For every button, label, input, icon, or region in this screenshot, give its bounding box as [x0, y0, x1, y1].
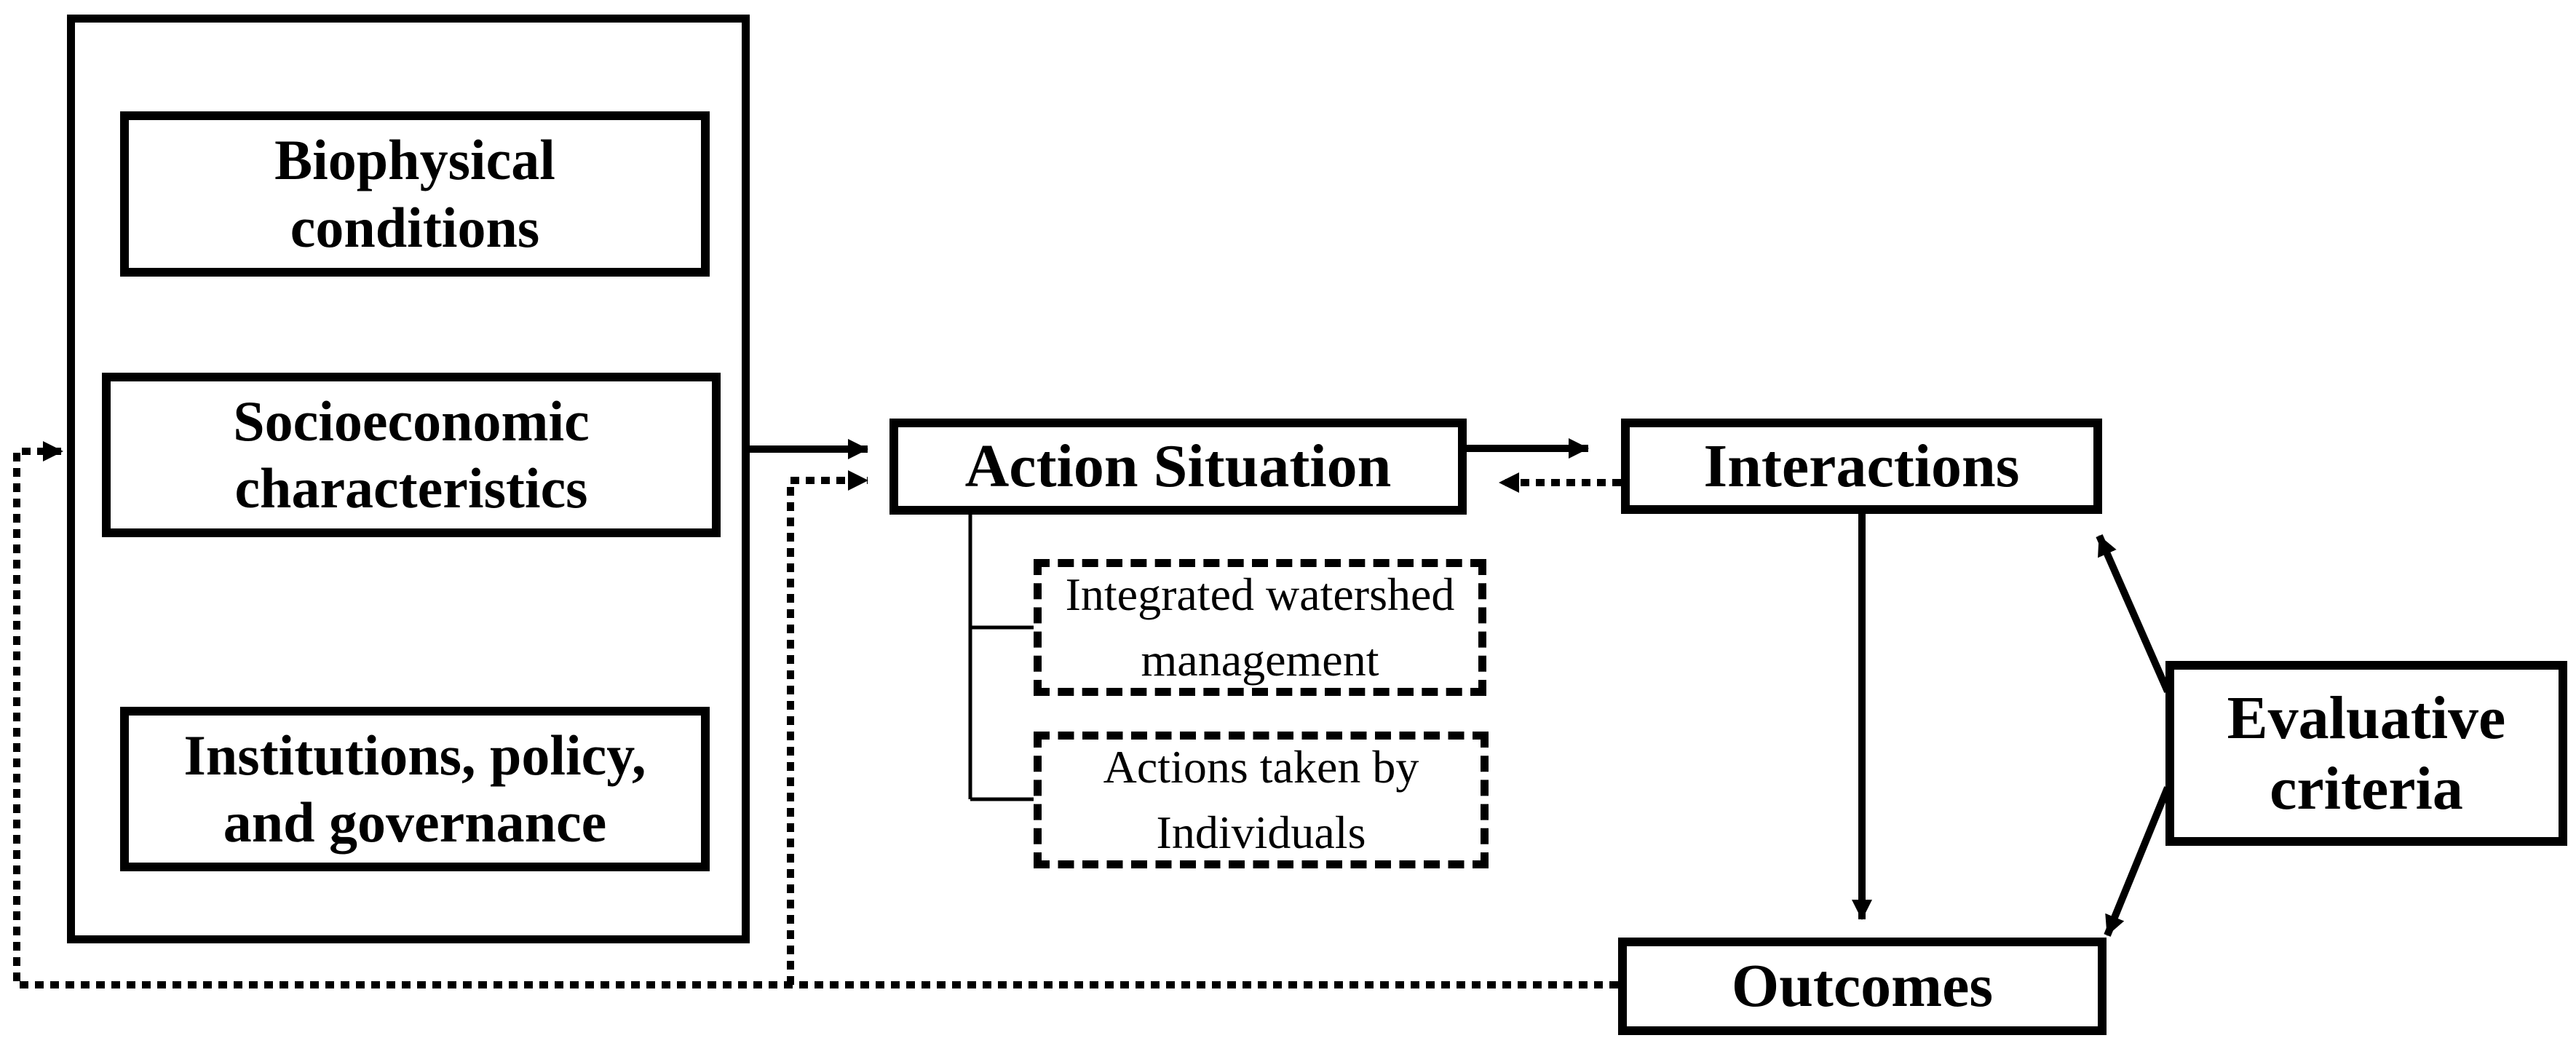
outcomes-label: Outcomes — [1731, 952, 1994, 1021]
integrated-watershed-management-label: Integrated watershed management — [1065, 568, 1455, 686]
dotted-feedback-outcomes-to-external — [13, 441, 1618, 988]
external-variables-group-box — [67, 15, 750, 943]
socioeconomic-characteristics-box: Socioeconomic characteristics — [102, 373, 721, 537]
biophysical-conditions-box: Biophysical conditions — [120, 111, 710, 277]
dotted-feedback-to-action-situation — [787, 470, 868, 985]
interactions-box: Interactions — [1621, 419, 2102, 514]
institutions-policy-governance-box: Institutions, policy, and governance — [120, 707, 710, 871]
institutions-policy-governance-label: Institutions, policy, and governance — [183, 723, 646, 854]
action-situation-box: Action Situation — [889, 419, 1467, 515]
socioeconomic-characteristics-label: Socioeconomic characteristics — [233, 389, 590, 520]
actions-taken-by-individuals-box: Actions taken by Individuals — [1034, 732, 1489, 868]
evaluative-criteria-label: Evaluative criteria — [2227, 683, 2506, 823]
arrow-evaluative-to-outcomes — [2104, 786, 2171, 937]
outcomes-box: Outcomes — [1618, 938, 2107, 1035]
integrated-watershed-management-box: Integrated watershed management — [1034, 559, 1486, 696]
arrow-evaluative-to-interactions — [2096, 534, 2171, 694]
biophysical-conditions-label: Biophysical conditions — [274, 128, 555, 259]
action-situation-label: Action Situation — [964, 432, 1392, 501]
actions-taken-by-individuals-label: Actions taken by Individuals — [1103, 741, 1419, 858]
evaluative-criteria-box: Evaluative criteria — [2165, 661, 2567, 846]
interactions-label: Interactions — [1703, 432, 2020, 500]
